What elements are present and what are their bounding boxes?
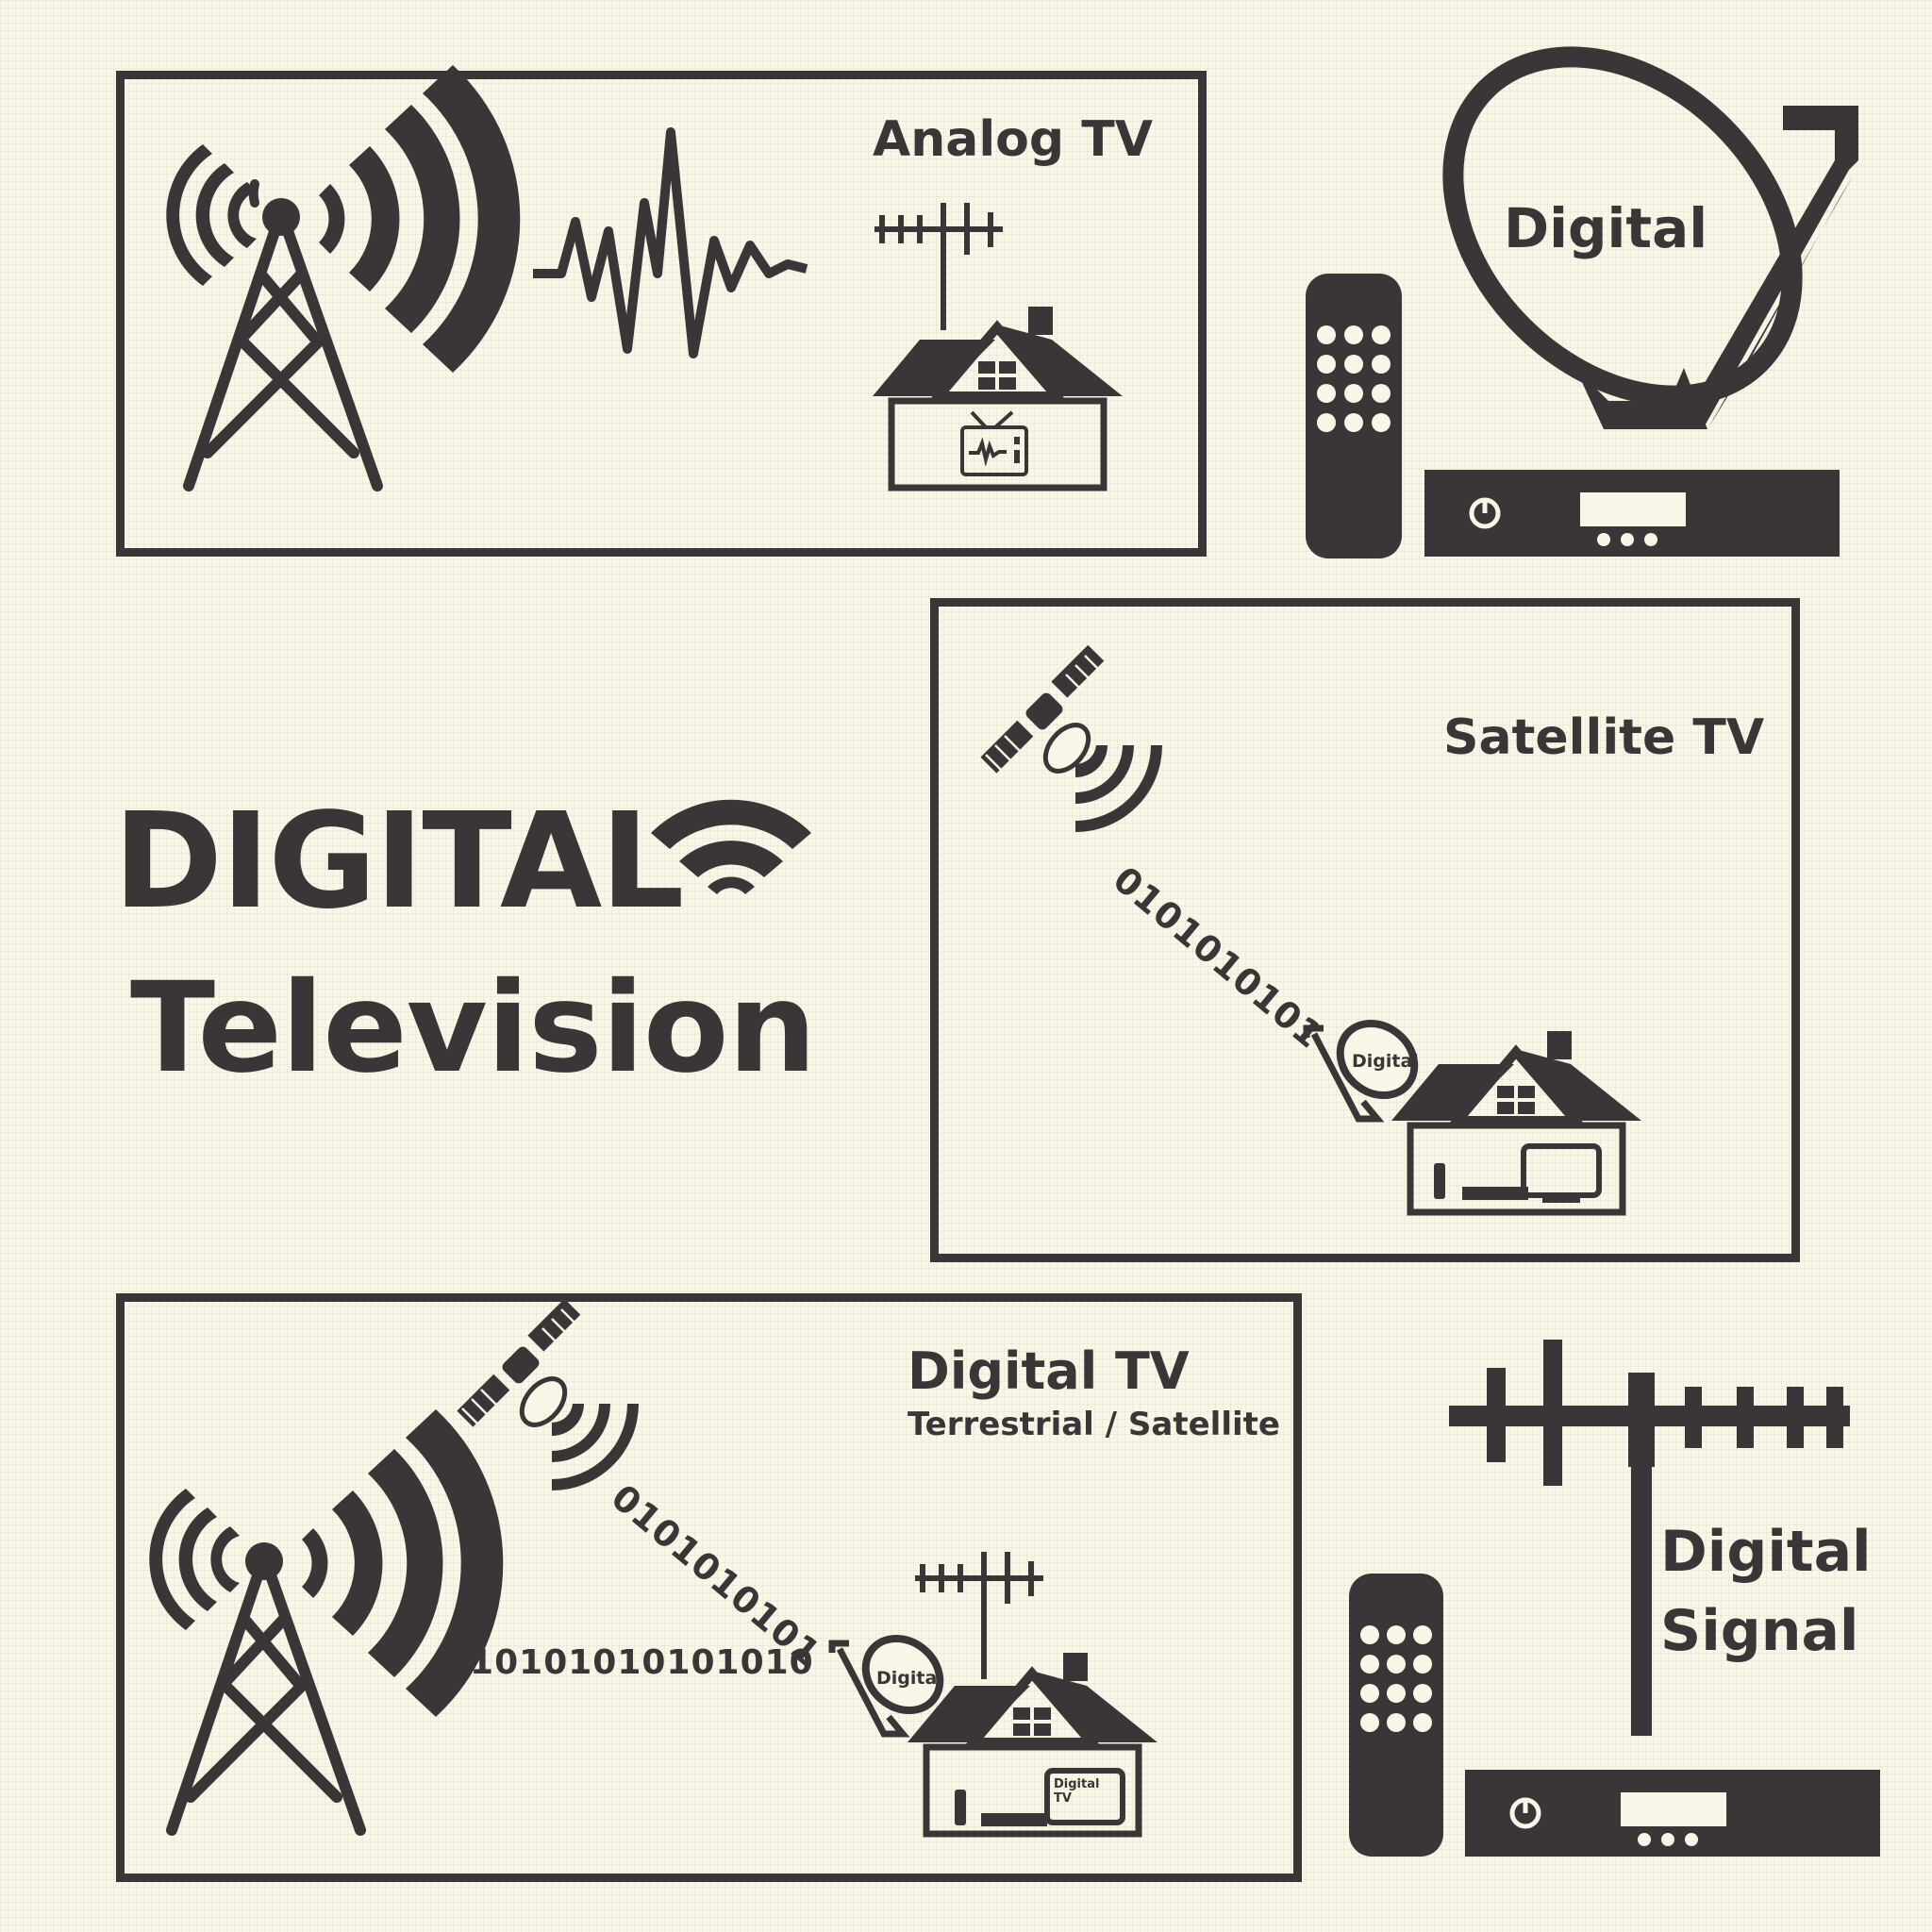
analog-tv-title: Analog TV (873, 111, 1153, 168)
wifi-icon (651, 799, 811, 894)
satellite-signal-waves (1075, 745, 1162, 832)
dish-digital-label: Digital (1504, 196, 1708, 260)
digital-dish-label: Digital (876, 1668, 943, 1689)
digital-house-icon (908, 1653, 1158, 1838)
dish-icon (1442, 46, 1858, 429)
analog-tv-panel (116, 71, 1207, 557)
headline-digital: DIGITAL (113, 785, 684, 939)
satellite-house-dish-icon (1303, 1019, 1419, 1123)
digital-tv-screen-label-2: TV (1054, 1791, 1072, 1806)
large-antenna-icon (1449, 1340, 1850, 1736)
digital-satellite-waves (552, 1404, 639, 1491)
set-top-box-icon-bottom (1465, 1770, 1880, 1857)
digital-tv-screen-label-1: Digital (1054, 1777, 1100, 1791)
satellite-house-icon (1391, 1031, 1641, 1216)
analog-wave-icon (533, 127, 808, 358)
house-icon (873, 307, 1123, 491)
digital-satellite-icon (457, 1298, 581, 1427)
digital-binary-horizontal: 010101010101010 (445, 1643, 814, 1682)
tv-icon (960, 410, 1028, 476)
digital-antenna-icon (915, 1552, 1043, 1679)
digital-signal-line2: Signal (1660, 1598, 1859, 1664)
digital-tv-subtitle: Terrestrial / Satellite (908, 1406, 1280, 1443)
satellite-tv-panel (930, 598, 1800, 1262)
digital-tv-panel (116, 1293, 1302, 1882)
digital-tv-title: Digital TV (908, 1341, 1190, 1401)
remote-icon-bottom (1349, 1574, 1443, 1857)
tower-icon (166, 65, 521, 491)
digital-signal-line1: Digital (1660, 1519, 1872, 1585)
satellite-icon (980, 644, 1105, 774)
set-top-box-icon (1424, 470, 1840, 557)
antenna-icon (874, 203, 1003, 330)
satellite-tv-title: Satellite TV (1443, 709, 1765, 766)
remote-icon (1306, 274, 1402, 558)
digital-house-dish-icon (828, 1634, 944, 1738)
satellite-dish-label: Digital (1352, 1051, 1419, 1072)
digital-tower-icon (149, 1409, 504, 1836)
headline-television: Television (130, 956, 817, 1101)
